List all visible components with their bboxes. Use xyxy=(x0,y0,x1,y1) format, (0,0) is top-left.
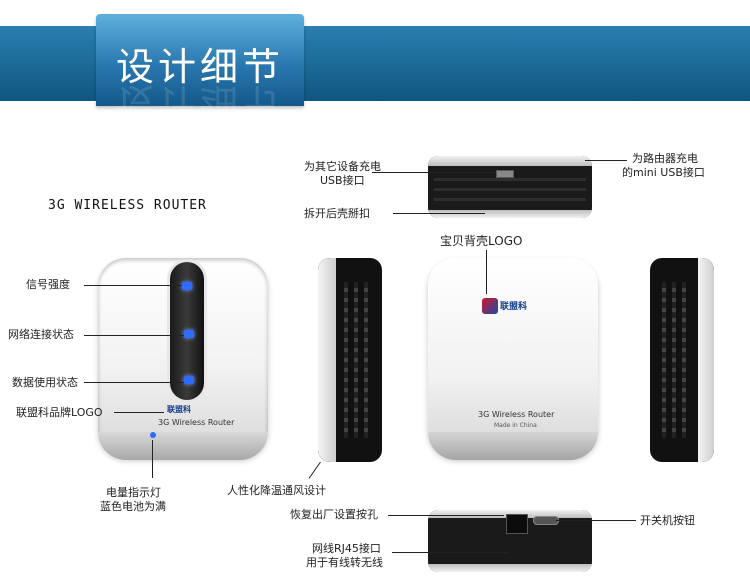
callout-rj45-line1: 网线RJ45接口 xyxy=(312,542,381,555)
back-model-text: 3G Wireless Router xyxy=(478,410,555,419)
header-tab xyxy=(96,14,304,106)
usb-port xyxy=(496,170,514,178)
leader-line xyxy=(392,552,508,553)
callout-mini-usb-line2: 的mini USB接口 xyxy=(622,166,705,179)
callout-data: 数据使用状态 xyxy=(12,376,78,389)
device-back-view xyxy=(428,258,598,458)
back-origin-text: Made in China xyxy=(494,422,537,429)
leader-line xyxy=(372,172,496,173)
callout-rj45-line2: 用于有线转无线 xyxy=(306,556,383,569)
device-top-view xyxy=(428,156,592,218)
leader-line xyxy=(84,285,182,286)
leader-line xyxy=(84,382,184,383)
device-front-base xyxy=(98,432,268,460)
leader-line xyxy=(388,515,504,516)
callout-brand-logo: 联盟科品牌LOGO xyxy=(16,406,103,419)
network-led-icon xyxy=(184,330,194,338)
callout-network: 网络连接状态 xyxy=(8,328,74,341)
callout-reset: 恢复出厂设置按孔 xyxy=(290,508,378,521)
callout-signal: 信号强度 xyxy=(26,278,70,291)
callout-shell-clip: 拆开后壳掰扣 xyxy=(304,207,370,220)
leader-line xyxy=(114,412,164,413)
signal-led-icon xyxy=(182,282,192,290)
callout-usb-line2: USB接口 xyxy=(320,174,365,187)
leader-line xyxy=(486,250,487,294)
brand-logo-icon xyxy=(482,298,498,314)
leader-line xyxy=(393,213,485,214)
page-title-reflection: 设计细节 xyxy=(116,80,285,124)
leader-line xyxy=(308,461,321,479)
leader-line xyxy=(84,335,184,336)
front-brand-logo: 联盟科 xyxy=(167,405,191,414)
data-led-icon xyxy=(184,376,194,384)
back-brand-logo: 联盟科 xyxy=(500,302,528,312)
callout-usb-line1: 为其它设备充电 xyxy=(304,160,381,173)
device-side-view-right xyxy=(650,258,714,462)
rj45-port xyxy=(506,514,528,534)
callout-back-logo: 宝贝背壳LOGO xyxy=(440,234,523,248)
leader-line xyxy=(585,160,627,161)
leader-line xyxy=(152,440,153,478)
callout-power-led-line2: 蓝色电池为满 xyxy=(100,500,166,513)
callout-power-button: 开关机按钮 xyxy=(640,514,695,527)
leader-line xyxy=(556,520,636,521)
callout-mini-usb-line1: 为路由器充电 xyxy=(632,152,698,165)
product-heading: 3G WIRELESS ROUTER xyxy=(48,198,207,213)
device-back-base xyxy=(428,432,598,460)
device-side-view-left xyxy=(318,258,382,462)
callout-vent: 人性化降温通风设计 xyxy=(227,484,326,497)
callout-power-led-line1: 电量指示灯 xyxy=(106,486,161,499)
power-led-icon xyxy=(150,432,156,438)
page-title: 设计细节 xyxy=(116,45,285,89)
front-model-text: 3G Wireless Router xyxy=(158,418,235,427)
